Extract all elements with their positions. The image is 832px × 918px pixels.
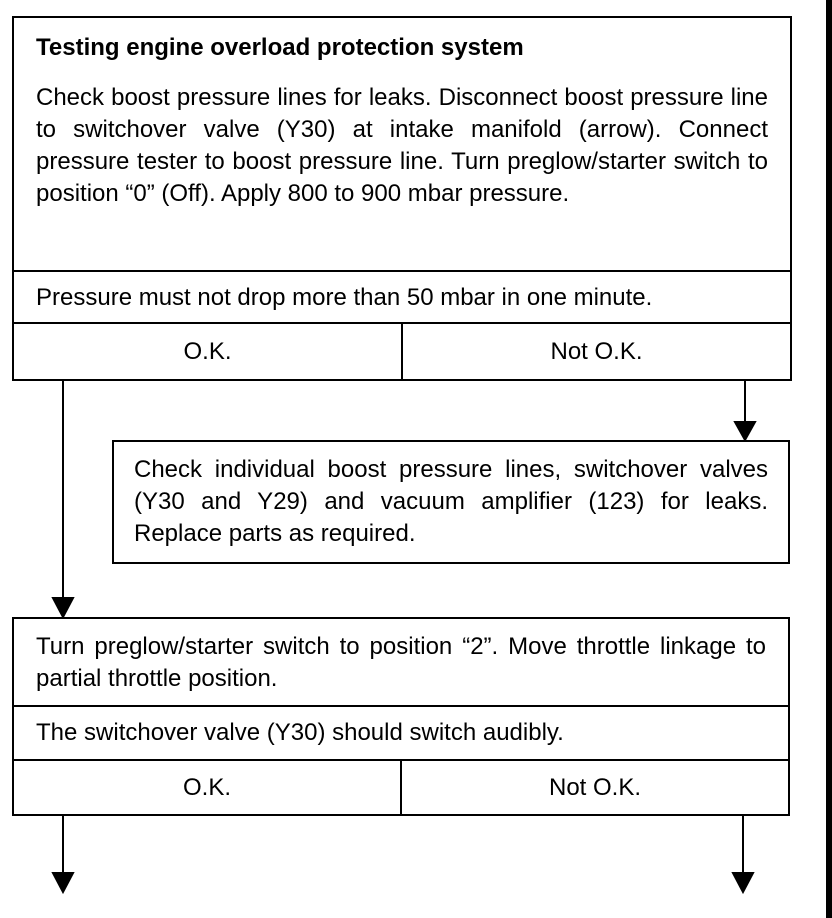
scan-edge-border [826,0,832,918]
step2-condition-text: The switchover valve (Y30) should switch… [36,719,564,746]
test-step-box-2: Turn preglow/starter switch to position … [12,617,790,816]
repair-step-text: Check individual boost pressure lines, s… [134,456,768,547]
step2-condition-cell: The switchover valve (Y30) should switch… [14,707,788,761]
step2-not-ok-label: Not O.K. [400,761,788,814]
step1-condition-cell: Pressure must not drop more than 50 mbar… [14,272,790,324]
test-step-box-1: Testing engine overload protection syste… [12,16,792,381]
step1-instruction-cell: Testing engine overload protection syste… [14,18,790,272]
not-ok-arrowhead-2 [731,872,755,895]
step1-ok-label: O.K. [183,337,232,365]
ok-arrowhead-2 [51,872,75,895]
not-ok-arrowhead-1 [733,421,757,443]
ok-arrowhead-1 [51,597,75,620]
step1-not-ok-label: Not O.K. [401,324,790,379]
step2-instruction-text: Turn preglow/starter switch to position … [36,633,766,692]
repair-step-box: Check individual boost pressure lines, s… [112,440,790,564]
step1-outcome-row: O.K. Not O.K. [14,324,790,379]
step2-outcome-row: O.K. Not O.K. [14,761,788,814]
procedure-title: Testing engine overload protection syste… [36,34,524,61]
step2-instruction-cell: Turn preglow/starter switch to position … [14,619,788,707]
step1-condition-text: Pressure must not drop more than 50 mbar… [36,284,653,311]
step1-instruction-text: Check boost pressure lines for leaks. Di… [36,84,768,207]
step2-ok-label: O.K. [182,773,231,801]
